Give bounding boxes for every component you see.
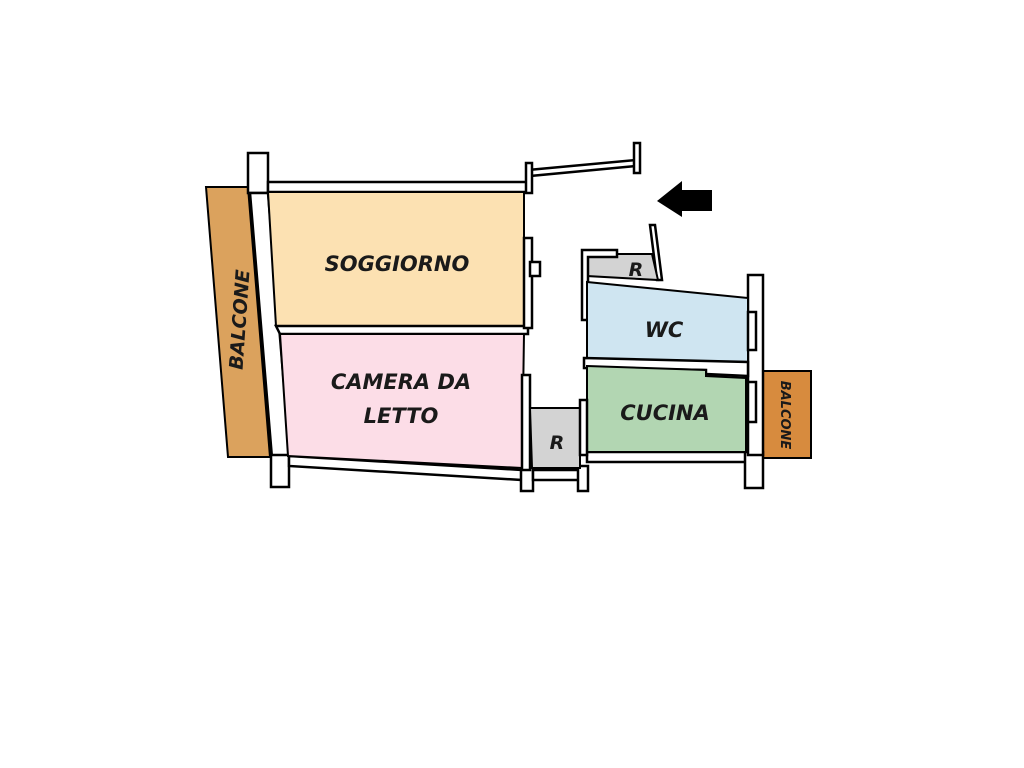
label-r-bottom: R xyxy=(550,432,565,454)
wall-bottom-right xyxy=(585,450,764,464)
label-balcone-right: BALCONE xyxy=(777,381,792,450)
wall-pillar-bottom-right xyxy=(743,450,765,490)
arrow-left-icon xyxy=(657,181,712,217)
label-camera-line2: LETTO xyxy=(364,404,439,428)
wall-pillar-top-left xyxy=(246,151,270,195)
wall-top xyxy=(266,180,530,194)
label-wc: WC xyxy=(645,318,684,342)
label-camera-line1: CAMERA DA xyxy=(331,370,471,394)
wall-soggiorno-bump xyxy=(528,260,542,278)
wall-stub-top xyxy=(524,161,534,195)
window-cucina xyxy=(746,380,758,424)
wall-pillar-bottom-left xyxy=(269,453,291,489)
wall-cucina-left xyxy=(578,398,589,457)
room-camera xyxy=(278,333,526,470)
label-cucina: CUCINA xyxy=(620,401,710,425)
window-wc xyxy=(746,310,758,352)
wall-bottom-pillar-2 xyxy=(576,464,590,493)
wall-door-stop xyxy=(632,141,642,175)
label-r-top: R xyxy=(629,259,644,281)
wall-camera-side xyxy=(520,373,532,472)
wall-right xyxy=(746,273,765,457)
wall-entrance-door xyxy=(526,158,638,178)
wall-r-top xyxy=(580,248,619,322)
wall-soggiorno-camera xyxy=(273,324,530,336)
label-soggiorno: SOGGIORNO xyxy=(325,252,470,276)
wall-soggiorno-niche xyxy=(522,236,534,330)
room-r-bottom xyxy=(528,407,581,469)
